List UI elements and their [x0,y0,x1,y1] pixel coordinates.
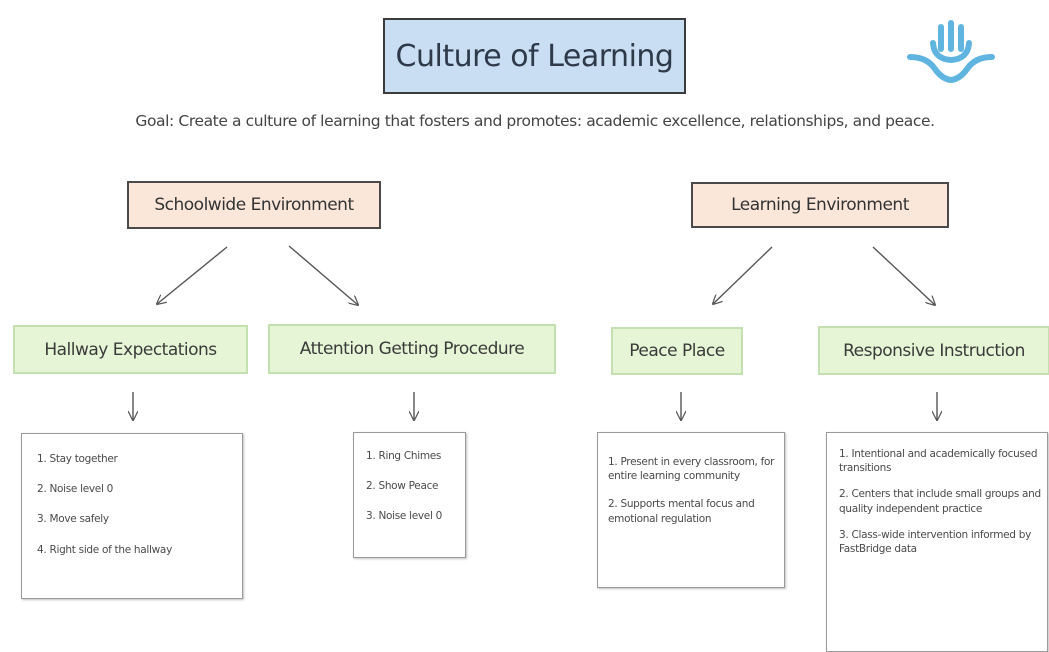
list-item: 2. Noise level 0 [37,483,114,496]
arrow-schoolwide-to-attention [288,245,358,305]
learning-environment-box: Learning Environment [691,182,949,228]
arrow-learning-to-peace [713,246,773,304]
list-item: 2. Supports mental focus and emotional r… [608,498,755,525]
list-item: 3. Class-wide intervention informed by F… [839,528,1031,555]
page-title: Culture of Learning [383,18,686,94]
list-item: 4. Right side of the hallway [37,543,172,556]
list-item: 1. Ring Chimes [366,450,442,462]
peace-place-details: 1. Present in every classroom, for entir… [597,432,785,588]
responsive-instruction-details: 1. Intentional and academically focused … [826,432,1048,652]
responsive-instruction-box: Responsive Instruction [818,326,1049,375]
arrow-schoolwide-to-hallway [157,246,228,304]
attention-getting-procedure-details: 1. Ring Chimes 2. Show Peace 3. Noise le… [353,432,466,558]
list-item: 1. Intentional and academically focused … [839,448,1038,475]
peace-place-box: Peace Place [611,327,743,375]
hallway-expectations-details: 1. Stay together 2. Noise level 0 3. Mov… [21,433,243,599]
list-item: 1. Present in every classroom, for entir… [608,456,775,483]
goal-statement: Goal: Create a culture of learning that … [135,112,935,130]
hands-logo-icon [907,20,995,83]
list-item: 2. Show Peace [366,480,439,493]
list-item: 3. Noise level 0 [366,510,443,523]
list-item: 1. Stay together [37,453,118,465]
arrow-learning-to-responsive [872,246,935,305]
attention-getting-procedure-box: Attention Getting Procedure [268,324,556,374]
list-item: 2. Centers that include small groups and… [839,488,1041,515]
list-item: 3. Move safely [37,513,109,526]
schoolwide-environment-box: Schoolwide Environment [127,181,381,229]
hallway-expectations-box: Hallway Expectations [13,325,248,374]
